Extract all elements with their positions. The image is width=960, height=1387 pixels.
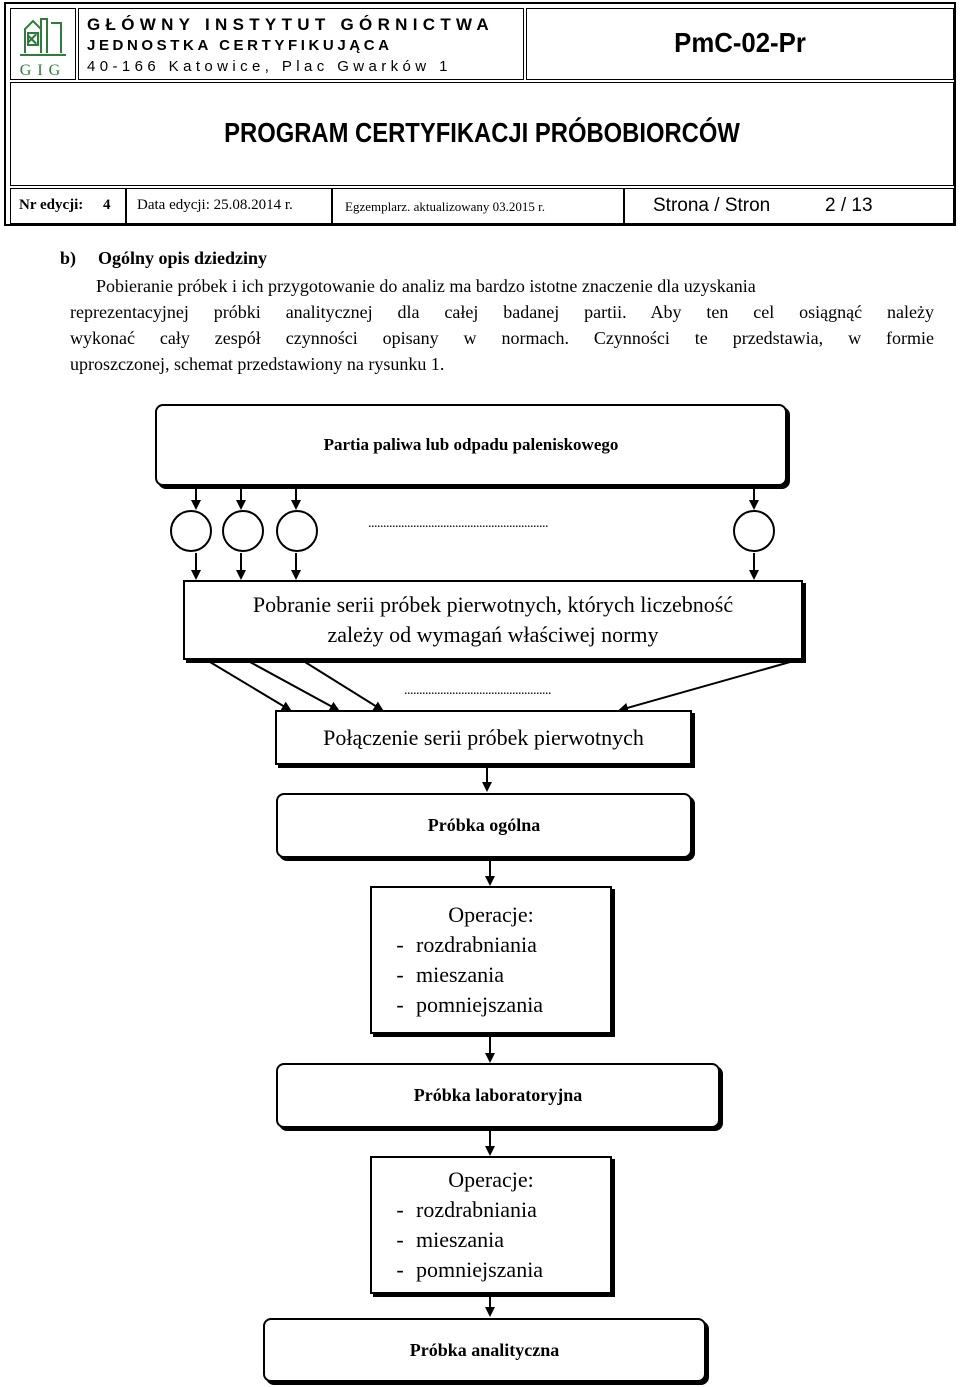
certification-unit: JEDNOSTKA CERTYFIKUJĄCA	[87, 37, 393, 54]
general-sample-label: Próbka ogólna	[427, 815, 541, 835]
operations-title: Operacje:	[448, 1167, 534, 1192]
paragraph-line: reprezentacyjnej próbki analitycznej dla…	[70, 302, 934, 322]
analytical-sample-label: Próbka analityczna	[409, 1339, 560, 1360]
institute-block: GŁÓWNY INSTYTUT GÓRNICTWA JEDNOSTKA CERT…	[78, 8, 524, 80]
paragraph-line: Pobieranie próbek i ich przygotowanie do…	[96, 276, 756, 296]
combine-box: Połączenie serii próbek pierwotnych	[275, 710, 692, 765]
operation-item: -pomniejszania	[396, 992, 544, 1017]
continuation-dots: ........................................…	[368, 516, 549, 531]
lab-sample-label: Próbka laboratoryjna	[413, 1085, 583, 1105]
gig-logo-icon: GIG	[20, 18, 66, 79]
lab-sample-box: Próbka laboratoryjna	[276, 1063, 720, 1128]
continuation-dots: ........................................…	[404, 683, 552, 698]
operation-item: -pomniejszania	[396, 1257, 544, 1282]
arrow	[249, 661, 340, 711]
copy-status-cell: Egzemplarz. aktualizowany 03.2015 r.	[332, 188, 624, 224]
section-title: Ogólny opis dziedziny	[98, 248, 268, 268]
operation-item: -mieszania	[396, 1227, 504, 1252]
edition-label: Nr edycji:	[19, 197, 84, 213]
page-value: 2 / 13	[825, 195, 873, 216]
edition-value: 4	[103, 197, 111, 213]
operations-box-2: Operacje: -rozdrabniania -mieszania -pom…	[370, 1156, 612, 1294]
paragraph-line: wykonać cały zespół czynności opisany w …	[70, 328, 934, 348]
institute-address: 40-166 Katowice, Plac Gwarków 1	[87, 58, 452, 75]
page-cell: Strona / Stron 2 / 13	[624, 188, 954, 224]
paragraph-line: uproszczonej, schemat przedstawiony na r…	[70, 354, 445, 374]
operations-box-1: Operacje: -rozdrabniania -mieszania -pom…	[370, 886, 612, 1034]
operation-item: -mieszania	[396, 962, 504, 987]
section-heading: b) Ogólny opis dziedziny	[60, 248, 267, 269]
edition-date-cell: Data edycji: 25.08.2014 r.	[126, 188, 332, 224]
arrow	[209, 661, 292, 712]
increment-circle	[170, 510, 212, 552]
general-sample-box: Próbka ogólna	[276, 793, 692, 858]
batch-box: Partia paliwa lub odpadu paleniskowego	[155, 404, 787, 486]
edition-date: Data edycji: 25.08.2014 r.	[137, 197, 293, 213]
increment-circle	[276, 510, 318, 552]
page-label: Strona / Stron	[653, 195, 771, 216]
gig-logo: GIG	[10, 8, 76, 80]
svg-text:GIG: GIG	[20, 62, 66, 79]
doc-title: PROGRAM CERTYFIKACJI PRÓBOBIORCÓW	[224, 117, 740, 148]
doc-code: PmC-02-Pr	[674, 27, 806, 58]
section-letter: b)	[60, 248, 77, 268]
institute-name: GŁÓWNY INSTYTUT GÓRNICTWA	[87, 15, 495, 34]
sampling-line: Pobranie serii próbek pierwotnych, który…	[252, 592, 734, 617]
copy-status: Egzemplarz. aktualizowany 03.2015 r.	[345, 199, 545, 214]
document-header: GIG GŁÓWNY INSTYTUT GÓRNICTWA JEDNOSTKA …	[4, 2, 956, 226]
arrow	[304, 661, 384, 712]
operation-item: -rozdrabniania	[396, 932, 537, 957]
batch-label: Partia paliwa lub odpadu paleniskowego	[323, 435, 619, 454]
edition-cell: Nr edycji: 4	[10, 188, 126, 224]
doc-title-cell: PROGRAM CERTYFIKACJI PRÓBOBIORCÓW	[10, 82, 954, 186]
analytical-sample-box: Próbka analityczna	[263, 1318, 706, 1382]
operations-title: Operacje:	[448, 902, 534, 927]
arrow	[618, 661, 791, 713]
operation-item: -rozdrabniania	[396, 1197, 537, 1222]
increment-circle	[733, 510, 775, 552]
combine-label: Połączenie serii próbek pierwotnych	[323, 724, 644, 750]
increment-circle	[222, 510, 264, 552]
sampling-box: Pobranie serii próbek pierwotnych, który…	[183, 580, 803, 660]
sampling-line: zależy od wymagań właściwej normy	[327, 622, 659, 647]
doc-code-cell: PmC-02-Pr	[526, 8, 954, 80]
